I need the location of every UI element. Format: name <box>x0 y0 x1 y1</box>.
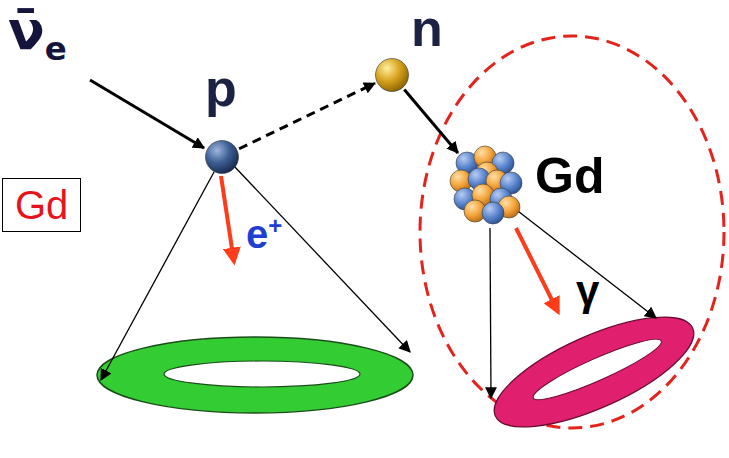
positron-ring <box>97 337 413 413</box>
gamma-arrow <box>516 228 558 312</box>
cone-line <box>514 208 656 318</box>
cone-line <box>490 228 491 398</box>
particle-sphere <box>375 58 409 92</box>
gd-nucleus: Gd <box>445 145 525 225</box>
particle-symbol: γ <box>576 270 599 312</box>
neutron-sphere: n <box>375 58 409 92</box>
node-label: Gd <box>15 185 68 225</box>
dashed-arrow <box>239 83 375 148</box>
flow-arrow <box>404 90 458 153</box>
particle-sphere <box>205 140 239 174</box>
sphere <box>376 59 409 92</box>
gd-box: Gd <box>2 178 81 232</box>
superscript: + <box>268 212 282 239</box>
particle-symbol: e+ <box>246 214 282 254</box>
node-label: Gd <box>535 151 604 201</box>
nucleus-cluster <box>445 145 525 225</box>
gamma-ring <box>481 295 708 449</box>
node-label: p <box>205 62 237 114</box>
cone-line <box>234 166 410 352</box>
symbol-main: ν̄ <box>8 0 45 62</box>
nucleon <box>482 202 504 224</box>
proton-sphere: p <box>205 140 239 174</box>
symbol-main: e <box>246 212 268 256</box>
cone-line <box>101 172 214 380</box>
particle-symbol: ν̄e <box>8 4 67 58</box>
dashed-region <box>420 36 724 428</box>
incoming-arrow <box>90 80 204 148</box>
subscript: e <box>45 30 67 68</box>
positron-arrow <box>221 176 234 262</box>
node-label: n <box>411 2 443 54</box>
sphere <box>206 141 239 174</box>
